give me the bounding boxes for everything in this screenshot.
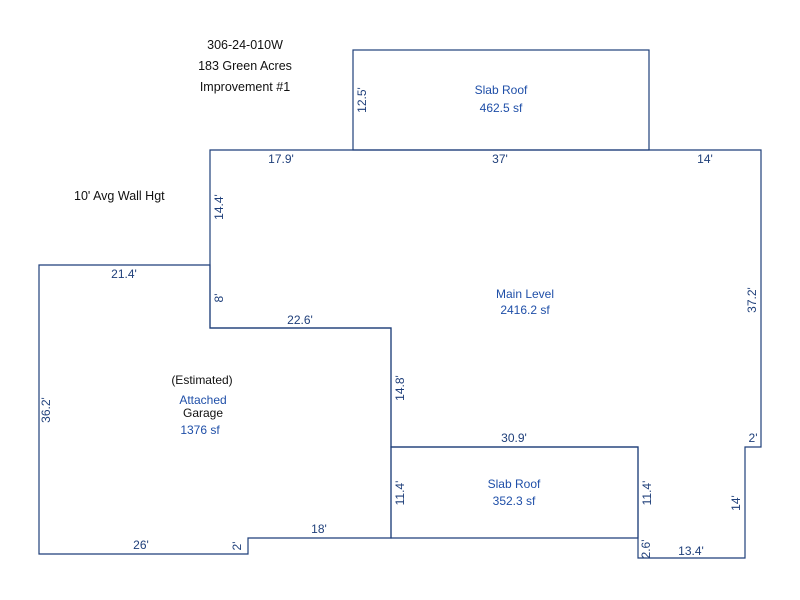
dim-right-lower: 14': [729, 495, 743, 511]
garage-name-line1: Attached: [179, 393, 226, 407]
main-level-outline: [209, 149, 762, 559]
address: 183 Green Acres: [198, 59, 292, 73]
dim-slab-top-side: 12.5': [355, 87, 369, 113]
dim-slab-bottom-right: 11.4': [640, 481, 654, 506]
main-level-name: Main Level: [496, 287, 554, 301]
dim-main-top-mid: 37': [492, 152, 508, 166]
parcel-id: 306-24-010W: [207, 38, 283, 52]
slab-roof-bottom-sf: 352.3 sf: [493, 494, 536, 508]
dim-garage-bottom-right: 18': [311, 522, 327, 536]
dim-main-right: 37.2': [745, 287, 759, 313]
dim-right-step: 2': [749, 431, 758, 445]
garage-qualifier: (Estimated): [171, 373, 232, 387]
dim-garage-top: 21.4': [111, 267, 137, 281]
main-level-sf: 2416.2 sf: [500, 303, 550, 317]
dim-bottom-right: 13.4': [678, 544, 704, 558]
slab-roof-top-name: Slab Roof: [475, 83, 528, 97]
dim-main-left-upper: 14.4': [212, 194, 226, 220]
dim-main-left-lower: 8': [212, 294, 226, 303]
dim-main-step: 22.6': [287, 313, 313, 327]
dim-garage-step: 2': [230, 542, 244, 551]
slab-roof-bottom-outline: [390, 446, 639, 539]
dim-slab-bottom-left: 11.4': [393, 481, 407, 506]
dim-main-top-right: 14': [697, 152, 713, 166]
dim-slab-bottom-top: 30.9': [501, 431, 527, 445]
dim-bottom-step: 2.6': [639, 540, 653, 559]
improvement-label: Improvement #1: [199, 80, 291, 94]
slab-roof-top-sf: 462.5 sf: [480, 101, 523, 115]
dim-garage-bottom: 26': [133, 538, 149, 552]
slab-roof-bottom-name: Slab Roof: [488, 477, 541, 491]
dim-main-inner-left: 14.8': [393, 375, 407, 401]
slab-roof-top-outline: [352, 49, 650, 151]
wall-height-note: 10' Avg Wall Hgt: [74, 189, 165, 203]
garage-name-line2: Garage: [183, 406, 223, 420]
dim-main-top-left: 17.9': [268, 152, 294, 166]
garage-sf: 1376 sf: [180, 423, 220, 437]
dim-garage-left: 36.2': [39, 397, 53, 423]
